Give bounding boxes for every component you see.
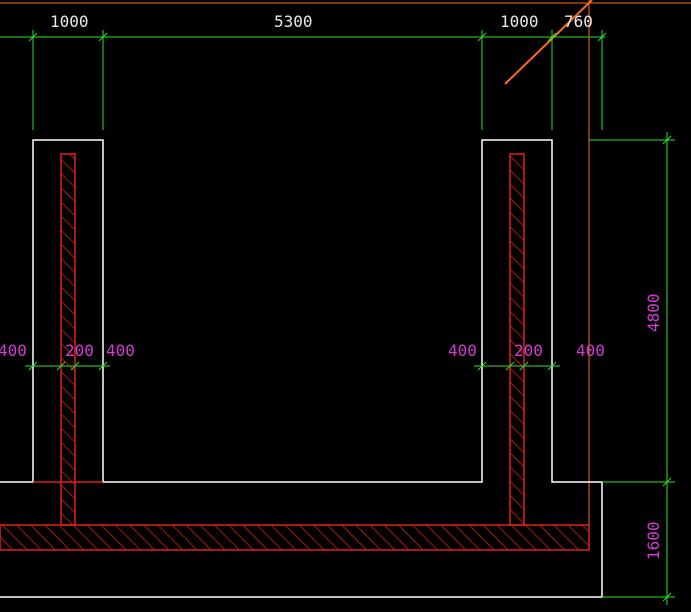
pit-outline — [0, 139, 603, 598]
orange-diagonal-line — [504, 0, 593, 85]
right-dimension-group — [589, 132, 675, 605]
right-wall-hatch — [509, 153, 525, 526]
left-wall-hatch — [60, 153, 76, 526]
top-dim-4: 760 — [564, 12, 593, 31]
top-dim-1: 1000 — [50, 12, 89, 31]
top-dimension-group — [0, 30, 607, 130]
right-dim-4800: 4800 — [644, 293, 663, 332]
right-dim-1600: 1600 — [644, 521, 663, 560]
right-dim-400-b: 400 — [576, 341, 605, 360]
left-dim-400-a: 400 — [0, 341, 27, 360]
right-dim-400-a: 400 — [448, 341, 477, 360]
base-slab-hatch — [0, 524, 590, 551]
left-wall-dim-group — [25, 361, 110, 371]
right-wall-dim-group — [474, 361, 560, 371]
top-dim-2: 5300 — [274, 12, 313, 31]
left-dim-200: 200 — [65, 341, 94, 360]
top-dim-3: 1000 — [500, 12, 539, 31]
right-dim-200: 200 — [514, 341, 543, 360]
left-dim-400-b: 400 — [106, 341, 135, 360]
